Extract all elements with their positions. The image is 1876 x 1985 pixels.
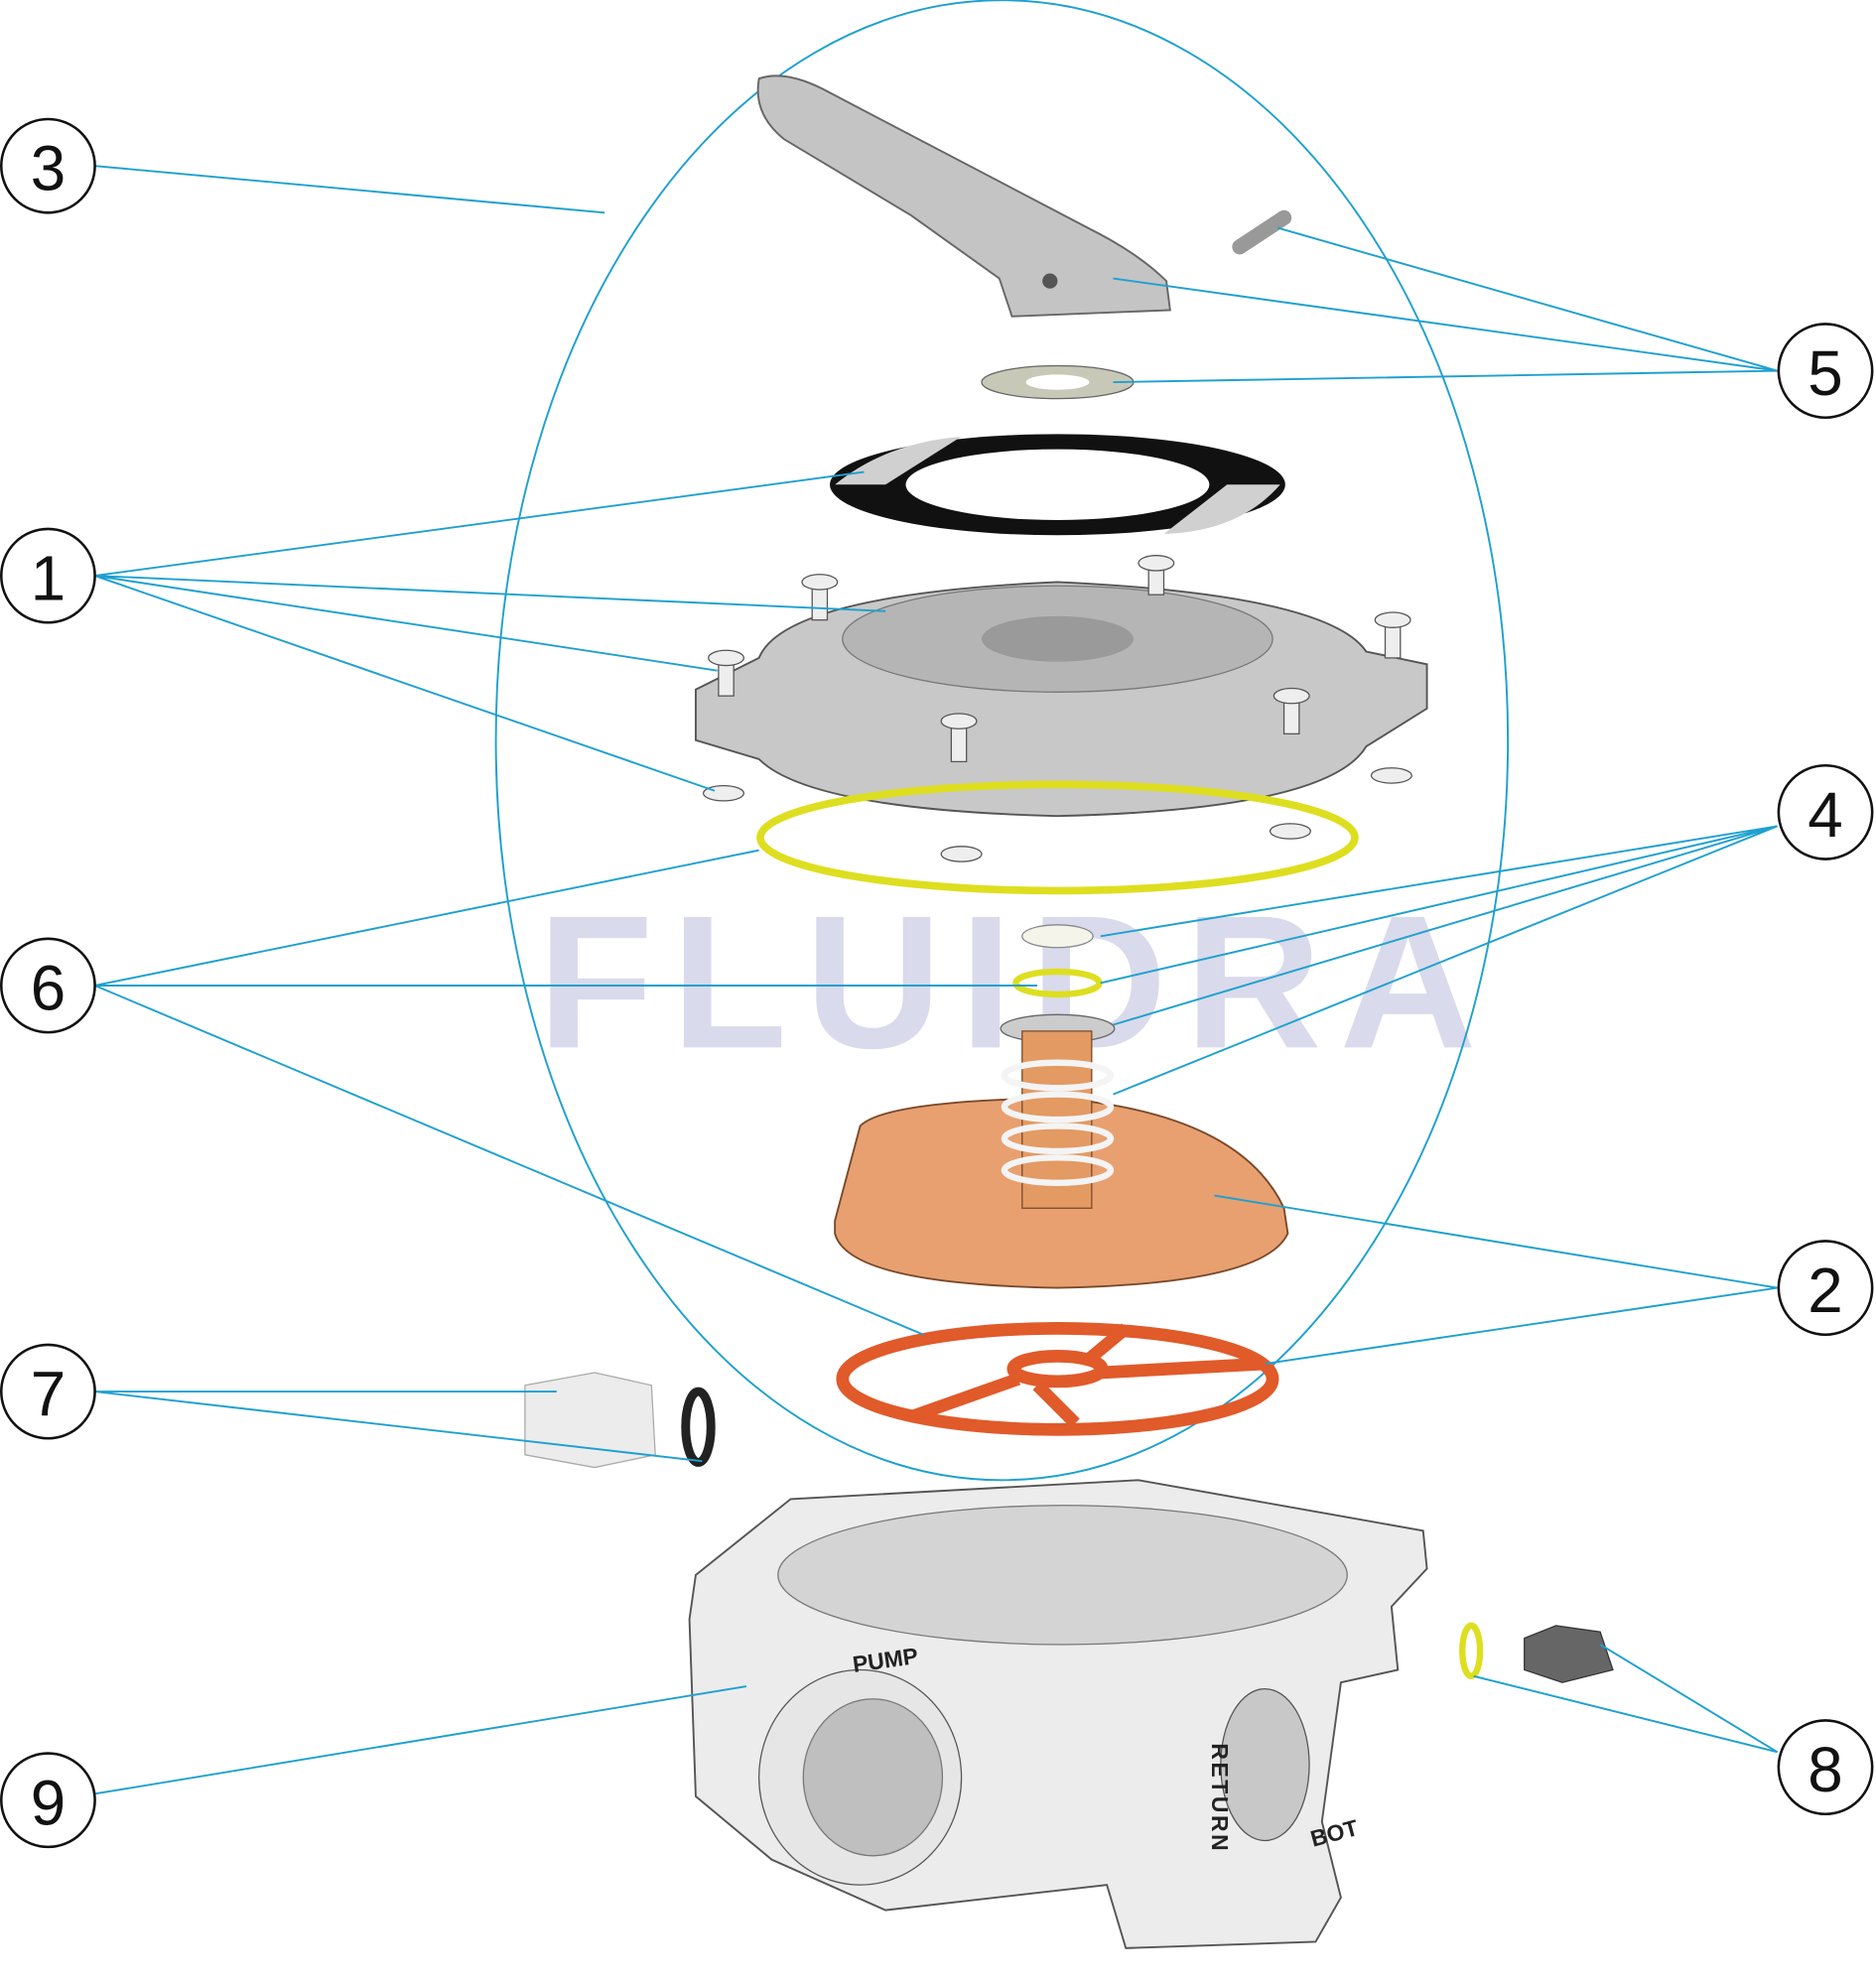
part-fitting [524,1372,716,1469]
svg-text:9: 9 [31,1767,66,1838]
callout-5: 5 [1777,323,1874,420]
svg-text:1: 1 [31,543,66,614]
part-cover [694,555,1428,862]
svg-text:7: 7 [31,1359,66,1430]
part-spoked-gasket [836,1321,1279,1436]
callout-3: 3 [0,117,96,214]
assembly-group-ellipse [494,0,1509,1482]
svg-text:5: 5 [1808,337,1842,409]
part-plug [1459,1622,1614,1683]
callout-8: 8 [1777,1719,1874,1816]
part-oring-large [756,780,1359,895]
part-rotor [834,1030,1289,1289]
callout-1: 1 [0,527,96,624]
fluidra-watermark: FLUIDRA [538,875,1495,1088]
callout-4: 4 [1777,763,1874,860]
svg-text:2: 2 [1808,1255,1842,1326]
svg-text:8: 8 [1808,1734,1842,1805]
callout-2: 2 [1777,1240,1874,1337]
part-washer [981,364,1135,400]
return-port-label: RETURN [1207,1743,1233,1853]
callout-6: 6 [0,937,96,1034]
svg-text:4: 4 [1808,779,1842,851]
svg-text:3: 3 [31,133,66,204]
part-handle [756,74,1171,318]
part-pin [1232,209,1292,255]
callout-7: 7 [0,1343,96,1440]
svg-text:6: 6 [31,953,66,1024]
part-flat-gasket [830,434,1285,536]
callout-9: 9 [0,1752,96,1849]
leader-lines [94,165,1779,1795]
part-valve-body: PUMP RETURN BOT [688,1479,1428,1949]
